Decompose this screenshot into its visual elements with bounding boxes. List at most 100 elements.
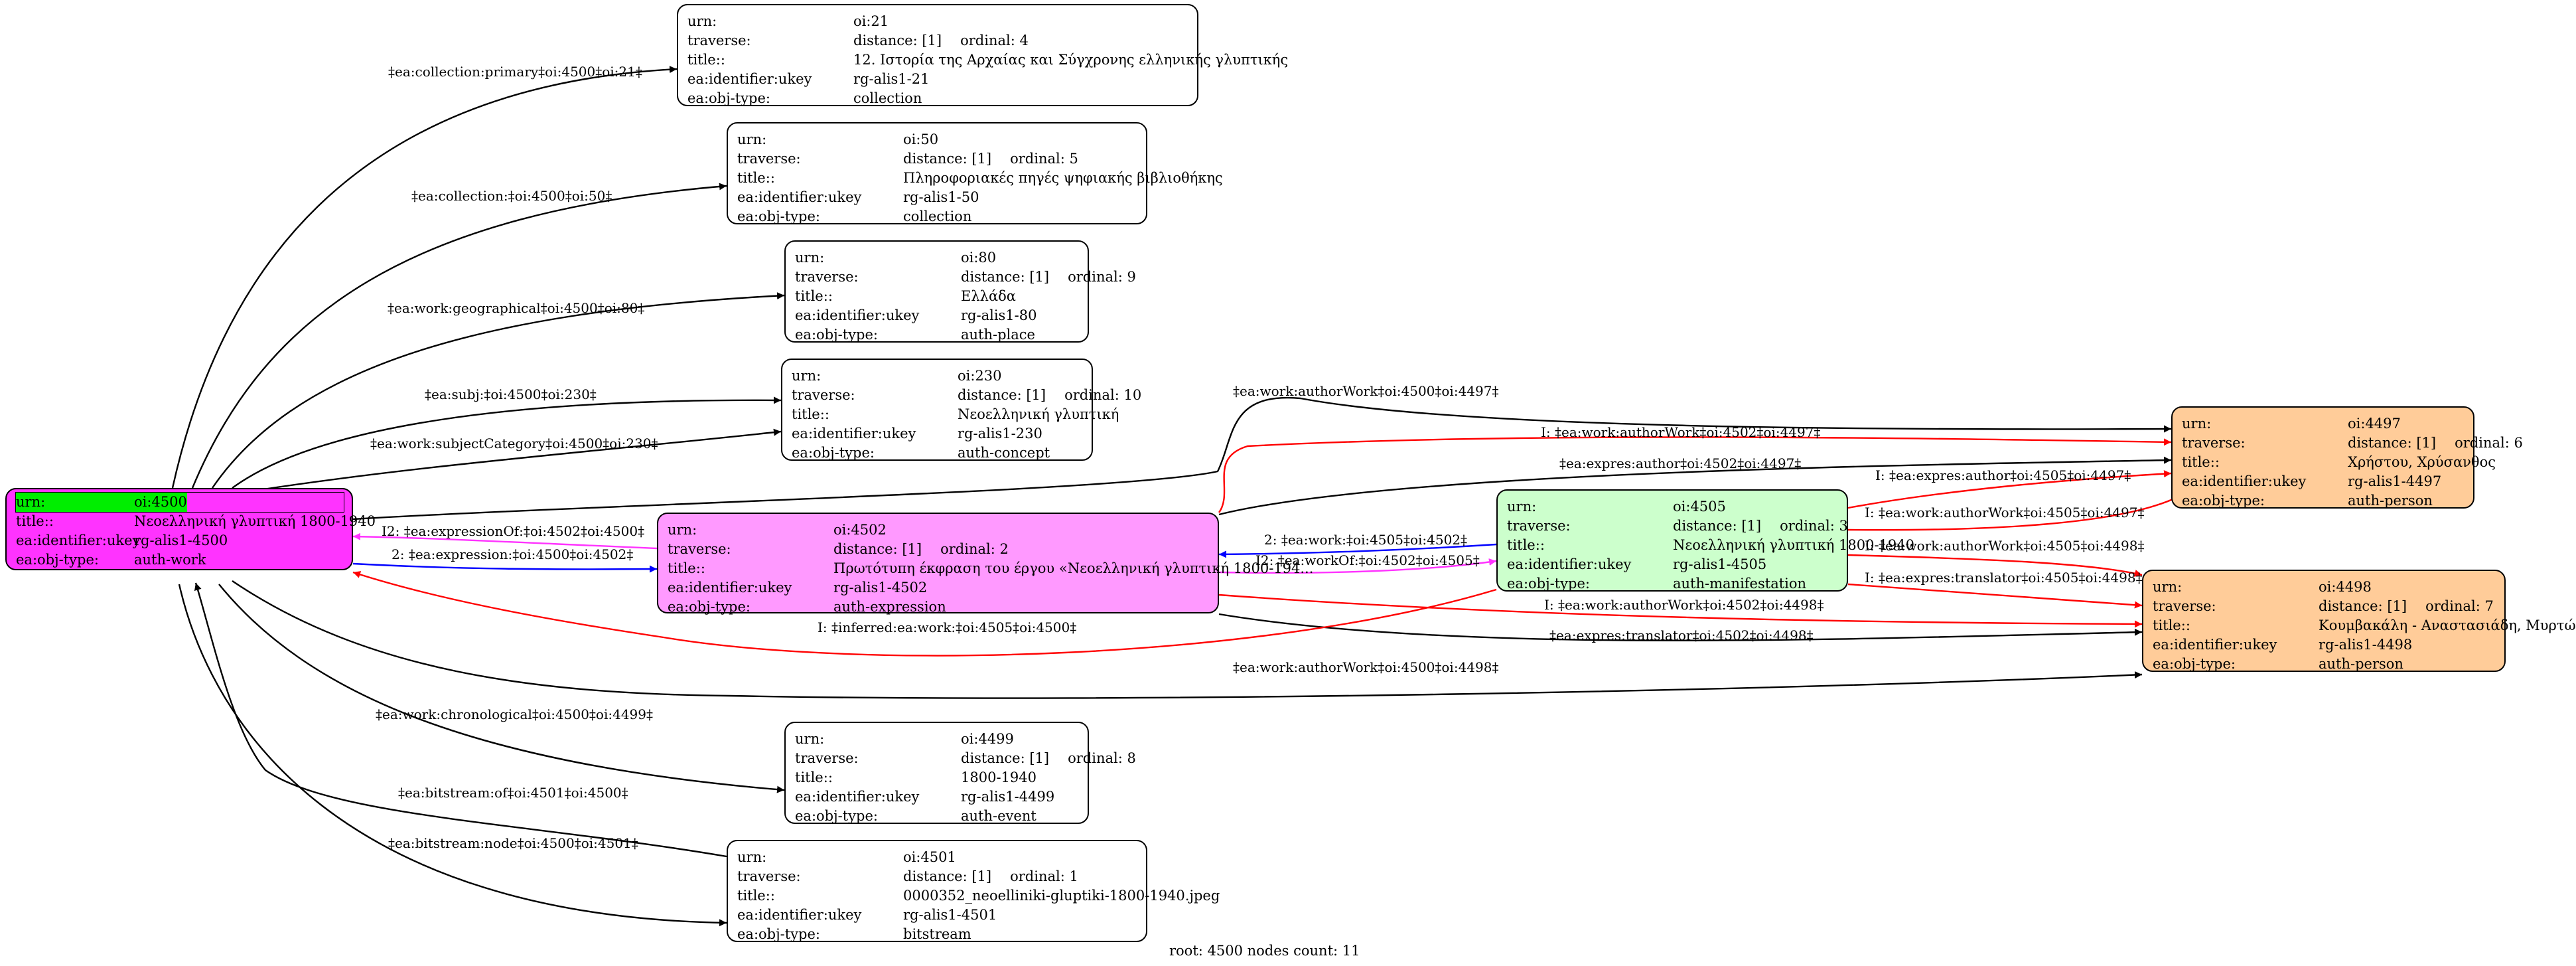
field-value-urn: oi:4500	[134, 493, 187, 512]
field-key-urn: urn:	[2182, 416, 2212, 432]
field-value-title: Νεοελληνική γλυπτική 1800-1940	[1673, 537, 1915, 553]
field-value-ukey: rg-alis1-230	[958, 426, 1042, 442]
field-key-urn: urn:	[795, 250, 825, 266]
field-value-title: Κουμβακάλη - Αναστασιάδη, Μυρτώ	[2319, 617, 2576, 633]
field-key-objtype: ea:obj-type:	[16, 552, 99, 568]
field-value-objtype: auth-person	[2348, 493, 2433, 509]
edge-label: ‡ea:expres:author‡oi:4502‡oi:4497‡	[1559, 455, 1802, 471]
field-value-ordinal: ordinal: 1	[1010, 868, 1078, 884]
node-oi-4505[interactable]: urn:oi:4505 traverse:distance: [1]ordina…	[1496, 489, 1914, 592]
node-oi-4497[interactable]: urn:oi:4497 traverse:distance: [1]ordina…	[2171, 406, 2523, 509]
field-key-urn: urn:	[1507, 499, 1537, 515]
field-key-traverse: traverse:	[1507, 518, 1571, 534]
field-value-objtype: collection	[853, 90, 922, 106]
edge-i2-expressionof	[352, 532, 658, 550]
field-value-distance: distance: [1]	[2348, 435, 2437, 451]
edge-subj	[232, 396, 782, 489]
field-key-objtype: ea:obj-type:	[795, 808, 878, 824]
field-value-urn: oi:4502	[833, 522, 887, 538]
field-value-urn: oi:4498	[2319, 579, 2372, 595]
field-value-ordinal: ordinal: 8	[1068, 750, 1136, 766]
field-value-urn: oi:230	[958, 368, 1002, 384]
node-oi-4501[interactable]: urn:oi:4501 traverse:distance: [1]ordina…	[727, 840, 1220, 942]
node-oi-4498[interactable]: urn:oi:4498 traverse:distance: [1]ordina…	[2142, 570, 2576, 672]
edge-label: ‡ea:expres:translator‡oi:4502‡oi:4498‡	[1549, 627, 1814, 643]
field-value-ukey: rg-alis1-21	[853, 71, 930, 87]
edge-i-inferred-work-4505-4500	[352, 571, 1497, 657]
field-value-distance: distance: [1]	[958, 387, 1046, 403]
field-key-traverse: traverse:	[687, 33, 751, 48]
edge-work-authorwork-4500-4497	[352, 396, 2172, 521]
field-value-ordinal: ordinal: 10	[1064, 387, 1142, 403]
node-oi-4502[interactable]: urn:oi:4502 traverse:distance: [1]ordina…	[657, 513, 1313, 615]
edge-label: ‡ea:work:authorWork‡oi:4500‡oi:4498‡	[1233, 659, 1499, 675]
edge-bitstream-node	[178, 584, 727, 927]
graph-footer-caption: root: 4500 nodes count: 11	[1169, 943, 1360, 959]
field-key-urn: urn:	[687, 13, 717, 29]
edge-i-expres-author-4505-4497	[1847, 470, 2172, 509]
field-value-title: 0000352_neoelliniki-gluptiki-1800-1940.j…	[903, 888, 1220, 904]
field-key-urn: urn:	[2153, 579, 2182, 595]
node-oi-50[interactable]: urn:oi:50 traverse:distance: [1]ordinal:…	[727, 122, 1223, 224]
field-value-ordinal: ordinal: 4	[960, 33, 1029, 48]
field-value-ordinal: ordinal: 3	[1780, 518, 1848, 534]
field-value-ukey: rg-alis1-80	[961, 307, 1037, 323]
field-key-ukey: ea:identifier:ukey	[687, 71, 812, 87]
field-key-traverse: traverse:	[2153, 598, 2216, 614]
field-key-objtype: ea:obj-type:	[737, 208, 820, 224]
field-value-title: Ελλάδα	[961, 288, 1016, 304]
field-value-urn: oi:50	[903, 131, 939, 147]
edge-i-work-authorwork-4505-4497	[1847, 495, 2181, 531]
field-value-ordinal: ordinal: 9	[1068, 269, 1136, 285]
field-value-title: 12. Ιστορία της Αρχαίας και Σύγχρονης ελ…	[853, 52, 1289, 68]
urn-highlight-row: urn:oi:4500	[15, 492, 344, 513]
edge-i-expres-translator-4505-4498	[1847, 583, 2143, 609]
edge-label: ‡ea:bitstream:of‡oi:4501‡oi:4500‡	[398, 785, 628, 801]
edge-label: I: ‡inferred:ea:work:‡oi:4505‡oi:4500‡	[818, 619, 1077, 635]
field-value-objtype: auth-manifestation	[1673, 576, 1807, 592]
field-key-title: title::	[687, 52, 725, 68]
edge-label: ‡ea:work:chronological‡oi:4500‡oi:4499‡	[376, 706, 653, 722]
edge-label: ‡ea:collection:‡oi:4500‡oi:50‡	[411, 188, 612, 204]
field-key-ukey: ea:identifier:ukey	[737, 189, 862, 205]
node-oi-4499[interactable]: urn:oi:4499 traverse:distance: [1]ordina…	[784, 722, 1136, 824]
field-key-objtype: ea:obj-type:	[668, 599, 751, 615]
edge-label: ‡ea:bitstream:node‡oi:4500‡oi:4501‡	[388, 835, 638, 851]
field-value-title: Πρωτότυπη έκφραση του έργου «Νεοελληνική…	[833, 560, 1314, 576]
field-value-title: 1800-1940	[961, 769, 1037, 785]
edge-expres-translator-4502-4498	[1218, 613, 2143, 641]
edge-work-geographical	[212, 292, 785, 489]
edge-label: 2: ‡ea:work:‡oi:4505‡oi:4502‡	[1264, 532, 1468, 548]
field-key-objtype: ea:obj-type:	[795, 327, 878, 343]
node-oi-21[interactable]: urn:oi:21 traverse:distance: [1]ordinal:…	[677, 4, 1288, 106]
field-value-ukey: rg-alis1-4501	[903, 907, 997, 923]
edge-collection-primary	[171, 66, 678, 489]
field-value-distance: distance: [1]	[961, 269, 1050, 285]
field-value-ukey: rg-alis1-50	[903, 189, 979, 205]
field-value-objtype: auth-person	[2319, 656, 2403, 672]
edge-work-4505-4502	[1218, 543, 1497, 558]
field-value-ordinal: ordinal: 5	[1010, 151, 1078, 167]
field-value-ukey: rg-alis1-4497	[2348, 473, 2442, 489]
field-value-urn: oi:4501	[903, 849, 956, 865]
field-key-objtype: ea:obj-type:	[1507, 576, 1590, 592]
field-key-urn: urn:	[795, 731, 825, 747]
field-key-urn: urn:	[16, 493, 134, 512]
edge-expres-author-4502-4497	[1218, 456, 2172, 516]
field-value-distance: distance: [1]	[1673, 518, 1762, 534]
edge-i-work-authorwork-4505-4498	[1847, 554, 2143, 577]
field-value-distance: distance: [1]	[903, 868, 992, 884]
node-oi-4500-root[interactable]: urn:oi:4500 title::Νεοελληνική γλυπτική …	[5, 488, 376, 570]
node-oi-80[interactable]: urn:oi:80 traverse:distance: [1]ordinal:…	[784, 240, 1136, 343]
field-key-objtype: ea:obj-type:	[2182, 493, 2265, 509]
node-oi-230[interactable]: urn:oi:230 traverse:distance: [1]ordinal…	[781, 359, 1141, 461]
field-value-title: Νεοελληνική γλυπτική	[958, 406, 1119, 422]
edge-expression	[352, 562, 658, 573]
field-key-traverse: traverse:	[795, 750, 859, 766]
field-key-urn: urn:	[737, 849, 767, 865]
field-key-ukey: ea:identifier:ukey	[2153, 637, 2277, 653]
edge-label: I: ‡ea:work:authorWork‡oi:4502‡oi:4497‡	[1541, 424, 1821, 440]
field-value-urn: oi:21	[853, 13, 889, 29]
edge-label: ‡ea:work:authorWork‡oi:4500‡oi:4497‡	[1233, 383, 1499, 399]
field-value-objtype: auth-concept	[958, 445, 1050, 461]
